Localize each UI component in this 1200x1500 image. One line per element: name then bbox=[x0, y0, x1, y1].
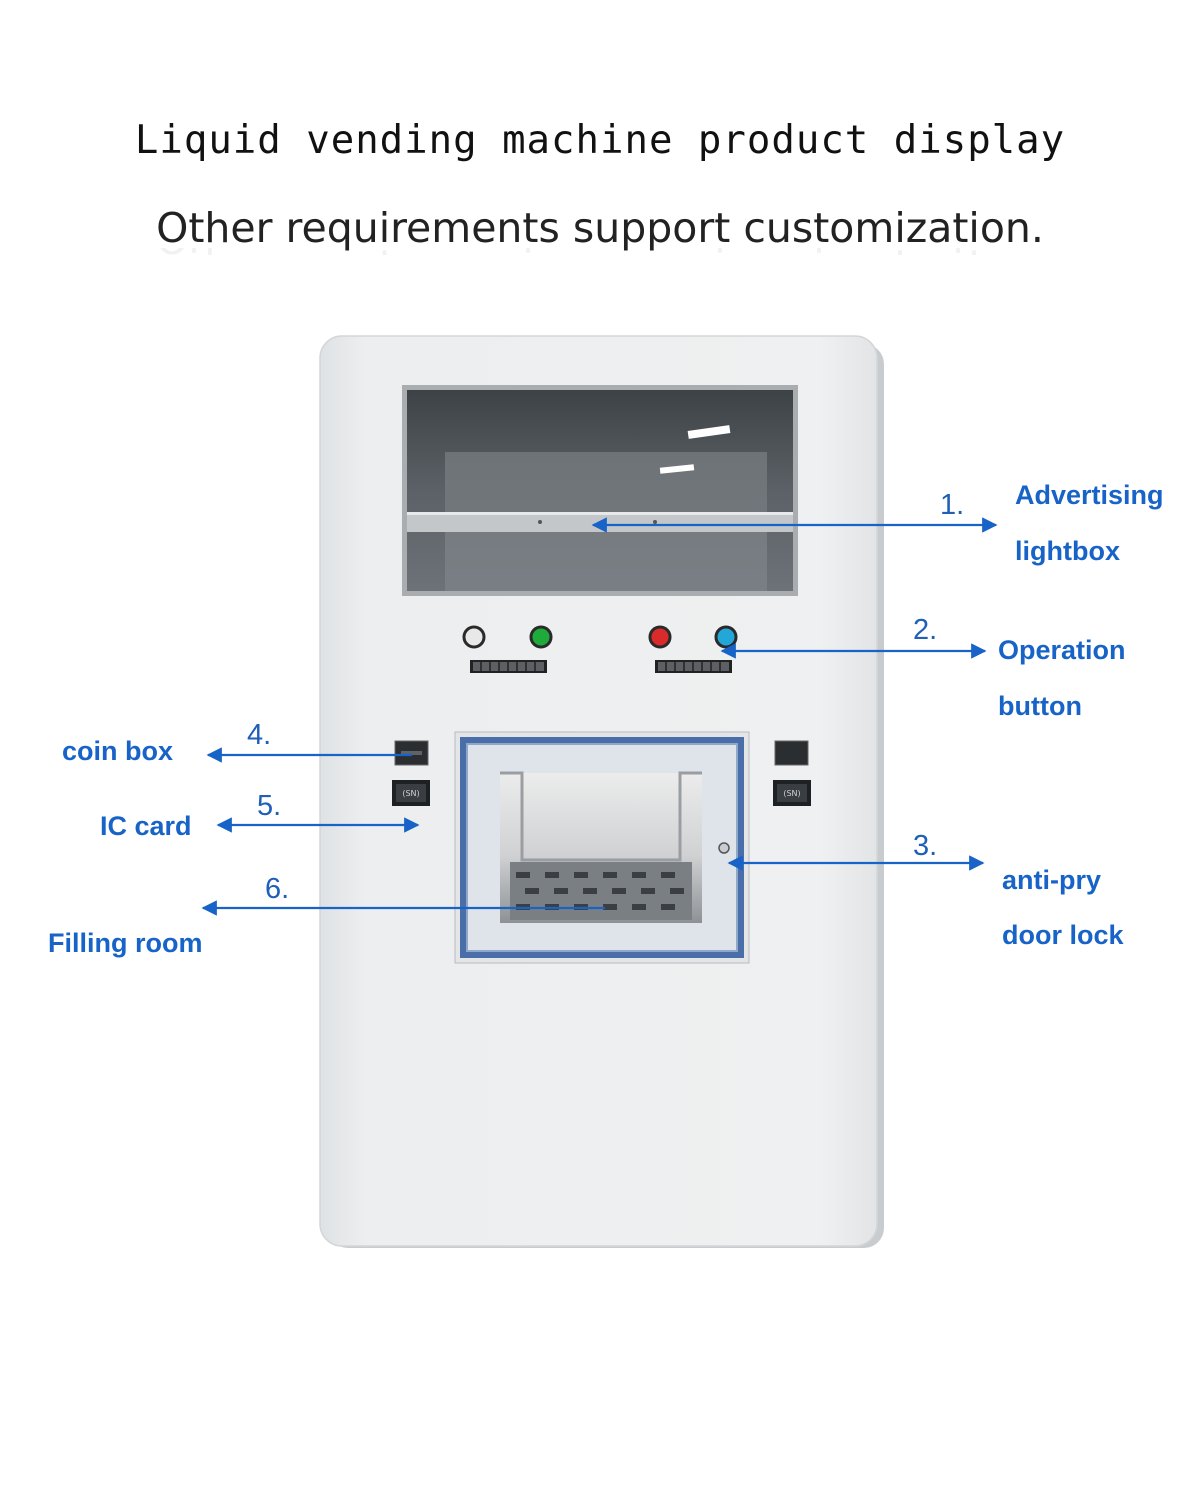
callout-3-label-line2: door lock bbox=[1002, 920, 1124, 950]
white-button-icon bbox=[462, 625, 486, 649]
callout-5-number: 5. bbox=[257, 790, 282, 822]
advertising-lightbox bbox=[402, 385, 798, 596]
green-button-icon bbox=[529, 625, 553, 649]
callout-4-label: coin box bbox=[62, 736, 174, 766]
callout-5-label: IC card bbox=[100, 811, 192, 841]
ic-card-reader-left-label: (SN) bbox=[402, 789, 419, 798]
callout-3-number: 3. bbox=[913, 830, 938, 862]
callout-6-label: Filling room bbox=[48, 928, 203, 958]
blue-button-icon bbox=[714, 625, 738, 649]
page-subtitle: Other requirements support customization… bbox=[156, 204, 1044, 252]
red-button-icon bbox=[648, 625, 672, 649]
callout-4-number: 4. bbox=[247, 719, 272, 751]
door-lock-icon bbox=[718, 842, 730, 854]
filling-room bbox=[454, 731, 750, 964]
callout-1-label-line1: Advertising bbox=[1015, 480, 1164, 510]
callout-2-number: 2. bbox=[913, 614, 938, 646]
left-digit-display bbox=[470, 660, 547, 673]
callout-3-label-line1: anti-pry bbox=[1002, 865, 1102, 895]
callout-1-label-line2: lightbox bbox=[1015, 536, 1120, 566]
right-digit-display bbox=[655, 660, 732, 673]
callout-1-number: 1. bbox=[940, 489, 965, 521]
operation-buttons bbox=[462, 625, 738, 673]
callout-2-label-line2: button bbox=[998, 691, 1082, 721]
callout-6-number: 6. bbox=[265, 873, 290, 905]
page-title: Liquid vending machine product display bbox=[134, 118, 1066, 163]
ic-card-reader: (SN) (SN) bbox=[392, 780, 811, 806]
annotation-arrows bbox=[201, 517, 998, 916]
ic-card-reader-right-label: (SN) bbox=[783, 789, 800, 798]
coin-box bbox=[394, 740, 809, 766]
callout-2-label-line1: Operation bbox=[998, 635, 1126, 665]
